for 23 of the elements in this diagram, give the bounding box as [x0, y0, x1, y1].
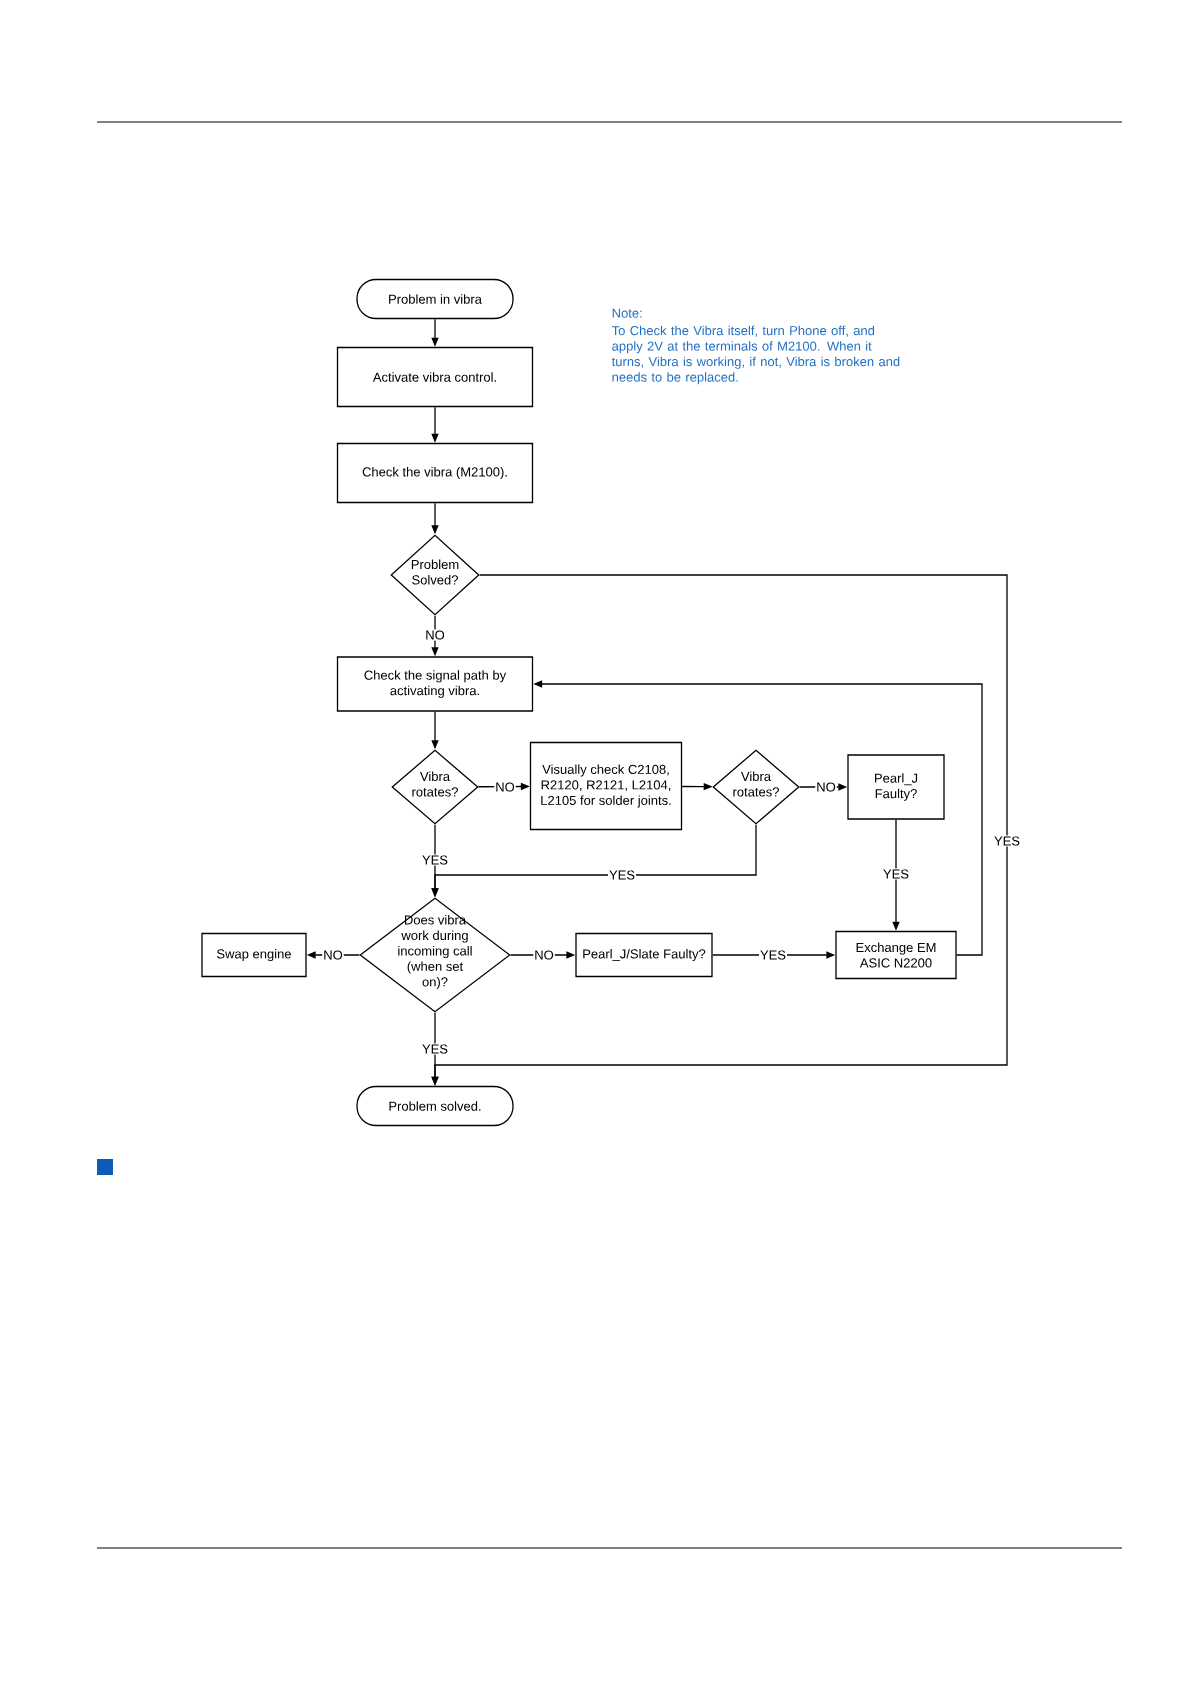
- edge-label: YES: [882, 868, 910, 880]
- process-box: Pearl_J Faulty?: [847, 754, 945, 820]
- process-box: Check the signal path by activating vibra.: [336, 656, 534, 712]
- terminal-box: Problem in vibra: [356, 278, 514, 320]
- edge-label: NO: [494, 781, 516, 793]
- edge-label: NO: [533, 949, 555, 961]
- terminal-box: Problem solved.: [356, 1085, 514, 1127]
- edge-label: YES: [759, 949, 787, 961]
- process-box: Check the vibra (M2100).: [336, 442, 534, 504]
- process-box: Pearl_J/Slate Faulty?: [575, 932, 713, 978]
- process-box: Swap engine: [201, 932, 307, 978]
- edge-label: NO: [424, 629, 446, 641]
- note-heading: Note:: [612, 308, 642, 318]
- process-box: Visually check C2108, R2120, R2121, L2104, L2105 for solder joints.: [529, 741, 683, 831]
- edge-label: NO: [815, 781, 837, 793]
- edge-label: YES: [421, 1043, 449, 1055]
- edge-label: NO: [322, 949, 344, 961]
- edge-label: YES: [421, 854, 449, 866]
- process-box: Activate vibra control.: [336, 346, 534, 408]
- process-box: Exchange EM ASIC N2200: [835, 930, 957, 980]
- note-text: To Check the Vibra itself, turn Phone off, and apply 2V at the terminals of M2100. When it turns, Vibra is working, if not, Vibra is broken and needs to be replaced.: [611, 325, 900, 385]
- edge-label: YES: [608, 869, 636, 881]
- edge-label: YES: [993, 835, 1021, 847]
